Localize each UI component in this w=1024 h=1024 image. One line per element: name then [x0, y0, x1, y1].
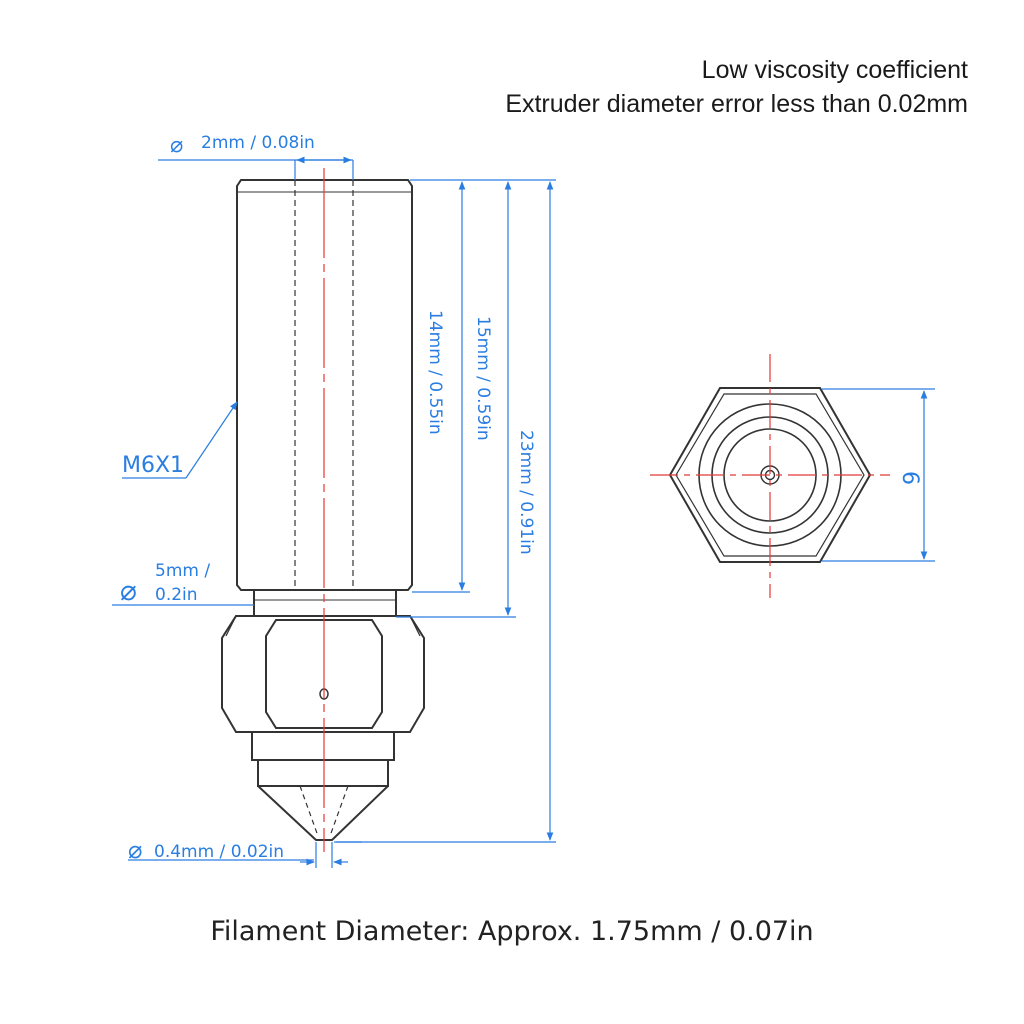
hex-center-face	[265, 619, 383, 729]
neck-dimension-in: 0.2in	[155, 585, 198, 605]
neck-dimension: ⌀ 5mm / 0.2in	[112, 561, 254, 607]
diameter-symbol-icon: ⌀	[170, 133, 183, 158]
hex-size-label: 6	[897, 471, 922, 485]
hex-size-dimension: 6	[822, 388, 935, 562]
nozzle-side-view	[221, 168, 425, 852]
length-23-dimension: 23mm / 0.91in	[516, 181, 554, 841]
bore-dimension: ⌀ 2mm / 0.08in	[158, 133, 354, 180]
length-15-label: 15mm / 0.59in	[473, 316, 493, 441]
diameter-symbol-icon: ⌀	[120, 574, 137, 607]
length-14-label: 14mm / 0.55in	[425, 310, 445, 435]
header-line-2: Extruder diameter error less than 0.02mm	[505, 90, 968, 118]
nozzle-top-view	[650, 354, 890, 598]
header-line-1: Low viscosity coefficient	[701, 56, 968, 84]
nozzle-cone	[257, 785, 389, 841]
thread-label: M6X1	[122, 453, 184, 478]
filament-diameter-caption: Filament Diameter: Approx. 1.75mm / 0.07…	[210, 916, 814, 947]
lower-collar	[251, 732, 395, 761]
bore-dimension-label: 2mm / 0.08in	[201, 133, 315, 153]
thread-callout: M6X1	[122, 401, 238, 479]
length-14-dimension: 14mm / 0.55in	[425, 181, 466, 591]
length-23-label: 23mm / 0.91in	[516, 430, 536, 555]
diameter-symbol-icon: ⌀	[128, 836, 142, 864]
neck-dimension-mm: 5mm /	[155, 561, 210, 581]
length-15-dimension: 15mm / 0.59in	[473, 181, 512, 616]
tip-dimension-label: 0.4mm / 0.02in	[154, 842, 284, 862]
nozzle-neck	[253, 590, 397, 617]
threaded-barrel	[236, 179, 413, 591]
nozzle-hex-body	[221, 615, 425, 733]
